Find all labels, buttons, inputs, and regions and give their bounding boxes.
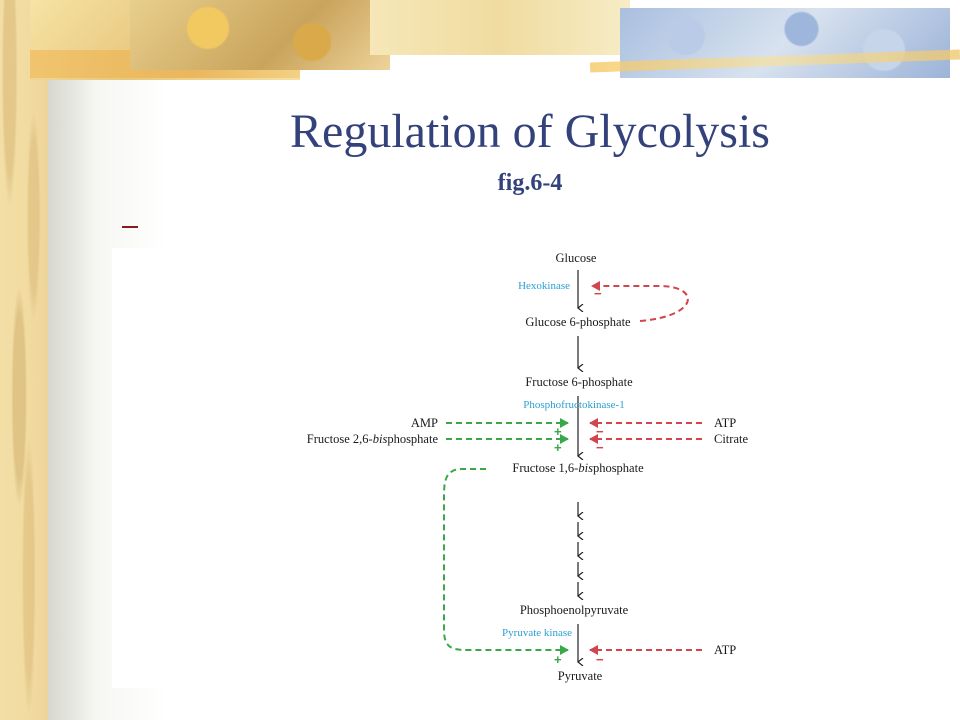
plus-sign: + xyxy=(554,652,562,667)
slide-title: Regulation of Glycolysis xyxy=(290,105,770,158)
bullet-marker xyxy=(122,226,138,228)
metabolite-fructose-1-6-bisphosphate: Fructose 1,6-bisphosphate xyxy=(512,461,644,475)
metabolite-phosphoenolpyruvate: Phosphoenolpyruvate xyxy=(520,603,629,617)
figure-panel xyxy=(112,248,960,688)
enzyme-pyruvate-kinase: Pyruvate kinase xyxy=(502,627,572,639)
enzyme-phosphofructokinase-1: Phosphofructokinase-1 xyxy=(523,399,624,411)
parchment-border xyxy=(0,0,48,720)
metabolite-pyruvate: Pyruvate xyxy=(558,669,603,683)
minus-sign: − xyxy=(594,286,602,301)
effector-atp-pk: ATP xyxy=(714,643,736,657)
decorative-banner xyxy=(30,0,960,80)
metabolite-fructose-6-phosphate: Fructose 6-phosphate xyxy=(525,375,633,389)
banner-tile xyxy=(130,0,390,70)
metabolite-glucose: Glucose xyxy=(556,251,597,265)
minus-sign: − xyxy=(596,652,604,667)
banner-tile xyxy=(370,0,630,55)
inhibition-arrow-g6p xyxy=(591,281,689,322)
plus-sign: + xyxy=(554,424,562,439)
effector-citrate: Citrate xyxy=(714,432,748,446)
effector-amp: AMP xyxy=(411,416,438,430)
plus-sign: + xyxy=(554,440,562,455)
enzyme-hexokinase: Hexokinase xyxy=(518,280,570,292)
effector-fructose-2-6-bisphosphate: Fructose 2,6-bisphosphate xyxy=(307,432,439,446)
activation-arrow-f16bp xyxy=(443,468,569,655)
effector-atp: ATP xyxy=(714,416,736,430)
slide-subtitle: fig.6-4 xyxy=(497,170,563,196)
metabolite-glucose-6-phosphate: Glucose 6-phosphate xyxy=(525,315,631,329)
minus-sign: − xyxy=(596,424,604,439)
minus-sign: − xyxy=(596,440,604,455)
